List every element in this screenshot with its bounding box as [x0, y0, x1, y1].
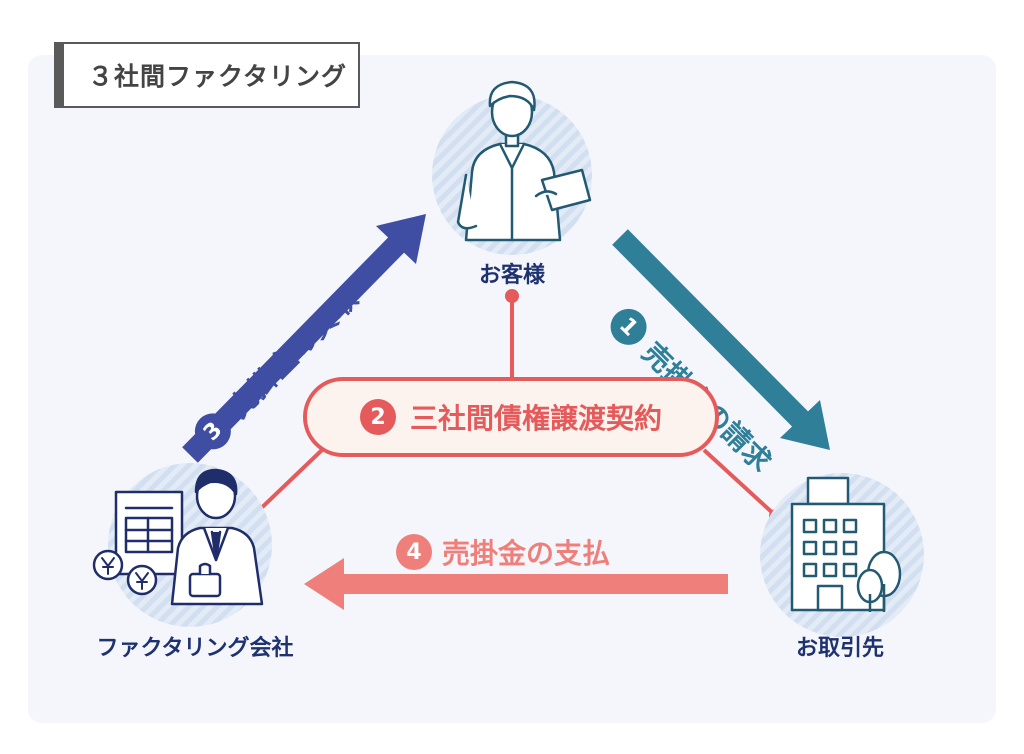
step2-text: 三社間債権譲渡契約 — [409, 402, 662, 435]
contract-connectors — [251, 296, 778, 518]
customer-illustration — [432, 80, 592, 255]
step2-number: 2 — [359, 399, 396, 435]
step4-arrow — [304, 558, 728, 610]
step4-label: 4 売掛金の支払 — [396, 532, 610, 572]
node-customer-label: お客様 — [478, 263, 545, 288]
node-client-label: お取引先 — [795, 636, 884, 661]
diagram-title-text: ３社間ファクタリング — [88, 62, 348, 91]
step4-text: 売掛金の支払 — [442, 537, 611, 570]
step2-contract-pill: 2 三社間債権譲渡契約 — [303, 377, 719, 457]
diagram-title: ３社間ファクタリング — [54, 42, 360, 108]
step4-number: 4 — [396, 534, 432, 570]
client-illustration — [760, 473, 924, 637]
node-factoring-company-label: ファクタリング会社 — [96, 636, 294, 661]
step1-arrow — [612, 229, 830, 450]
factoring-company-illustration — [92, 463, 272, 627]
